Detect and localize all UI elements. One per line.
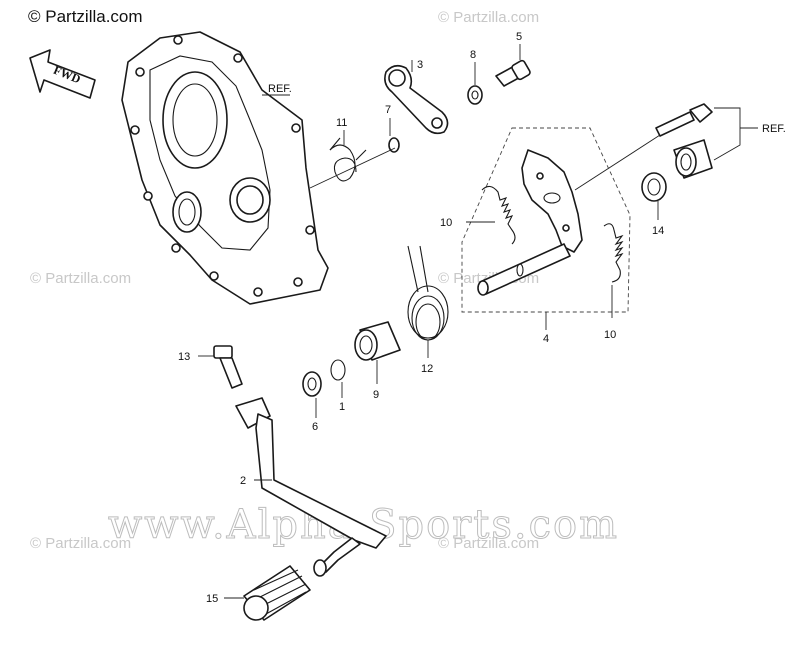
callout-4: 4	[543, 333, 549, 345]
callout-5: 5	[516, 31, 522, 43]
shift-arm	[384, 64, 449, 135]
collar	[354, 321, 401, 361]
forward-arrow-icon: FWD	[29, 49, 96, 99]
shift-plate	[521, 149, 583, 253]
watermark-partzilla: © Partzilla.com	[438, 9, 539, 26]
assembly-outline	[461, 127, 631, 313]
bolt	[495, 59, 531, 87]
circlip	[330, 359, 346, 381]
callout-7: 7	[385, 104, 391, 116]
washer	[302, 371, 322, 397]
callout-11: 11	[336, 117, 347, 129]
callout-13: 13	[178, 351, 190, 363]
shift-pedal	[235, 397, 387, 577]
watermark-partzilla: © Partzilla.com	[30, 270, 131, 287]
callout-3: 3	[417, 59, 423, 71]
shift-shaft	[477, 243, 571, 296]
callout-10: 10	[604, 329, 616, 341]
callout-2: 2	[240, 475, 246, 487]
return-spring	[407, 245, 449, 341]
torsion-spring	[329, 137, 367, 182]
watermark-partzilla: © Partzilla.com	[30, 535, 131, 552]
reference-label-cover: REF.	[268, 83, 292, 95]
pedal-rubber	[243, 565, 311, 621]
crankcase-cover	[121, 31, 329, 305]
callout-1: 1	[339, 401, 345, 413]
stud	[655, 103, 713, 137]
callout-12: 12	[421, 363, 433, 375]
watermark-partzilla: © Partzilla.com	[438, 535, 539, 552]
reference-label-right: REF.	[762, 123, 786, 135]
callout-14: 14	[652, 225, 664, 237]
oil-seal	[641, 172, 667, 202]
callout-15: 15	[206, 593, 218, 605]
needle-bearing	[673, 139, 713, 179]
washer	[467, 85, 483, 105]
callout-10: 10	[440, 217, 452, 229]
callout-8: 8	[470, 49, 476, 61]
tension-spring	[481, 185, 516, 245]
tension-spring	[603, 223, 624, 283]
brand-label: © Partzilla.com	[28, 7, 143, 26]
pinch-bolt	[213, 345, 243, 389]
small-washer	[388, 137, 400, 153]
callout-9: 9	[373, 389, 379, 401]
callout-6: 6	[312, 421, 318, 433]
